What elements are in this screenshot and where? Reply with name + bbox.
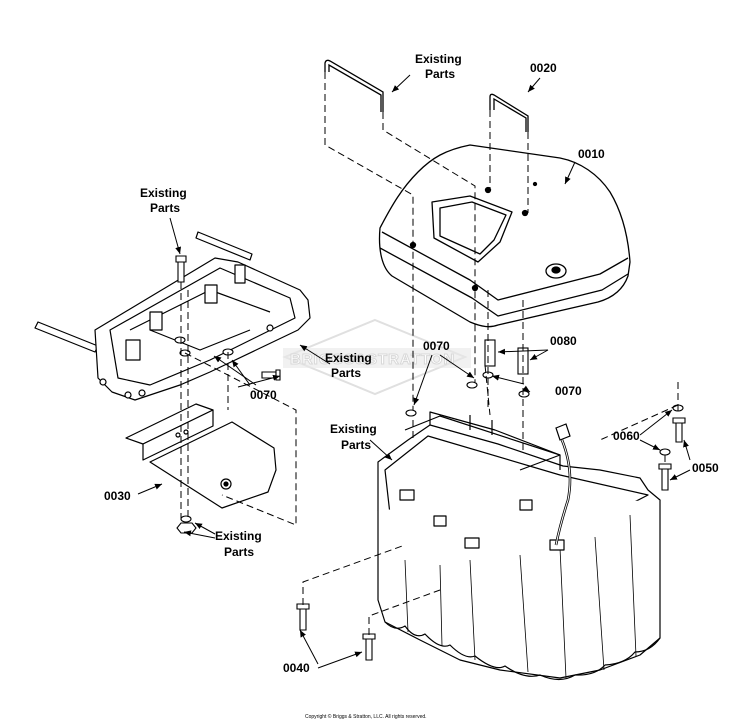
hood-part-0010 xyxy=(378,144,631,328)
grass-bag-frame xyxy=(377,411,661,681)
label-0070-left: 0070 xyxy=(250,388,277,402)
label-0060: 0060 xyxy=(613,429,640,443)
label-existing-left-2: Parts xyxy=(150,201,180,215)
label-existing-mid-1: Existing xyxy=(325,351,372,365)
label-0070-right: 0070 xyxy=(555,384,582,398)
label-existing-left-1: Existing xyxy=(140,186,187,200)
mounting-frame-existing xyxy=(34,231,311,401)
label-0010: 0010 xyxy=(578,147,605,161)
full-bag-indicator xyxy=(554,423,572,546)
label-existing-bottom-1: Existing xyxy=(215,529,262,543)
existing-handle xyxy=(324,59,384,112)
label-0070-mid: 0070 xyxy=(423,339,450,353)
label-0050: 0050 xyxy=(692,461,719,475)
label-existing-bottom-2: Parts xyxy=(224,545,254,559)
bracket-part-0030 xyxy=(125,403,277,509)
label-0040: 0040 xyxy=(283,661,310,675)
part-labels: Existing Parts 0020 0010 Existing Parts … xyxy=(104,52,719,675)
label-0030: 0030 xyxy=(104,489,131,503)
copyright-notice: Copyright © Briggs & Stratton, LLC. All … xyxy=(305,713,427,720)
label-existing-top-1: Existing xyxy=(415,52,462,66)
assembly-dashed-lines xyxy=(180,72,679,635)
handle-part-0020 xyxy=(489,93,529,132)
label-existing-bag-2: Parts xyxy=(341,438,371,452)
spacer-0080-a xyxy=(484,339,496,367)
label-existing-mid-2: Parts xyxy=(331,366,361,380)
label-existing-top-2: Parts xyxy=(425,67,455,81)
label-0020: 0020 xyxy=(530,61,557,75)
callout-leaders xyxy=(137,74,691,669)
label-0080: 0080 xyxy=(550,334,577,348)
label-existing-bag-1: Existing xyxy=(330,422,377,436)
